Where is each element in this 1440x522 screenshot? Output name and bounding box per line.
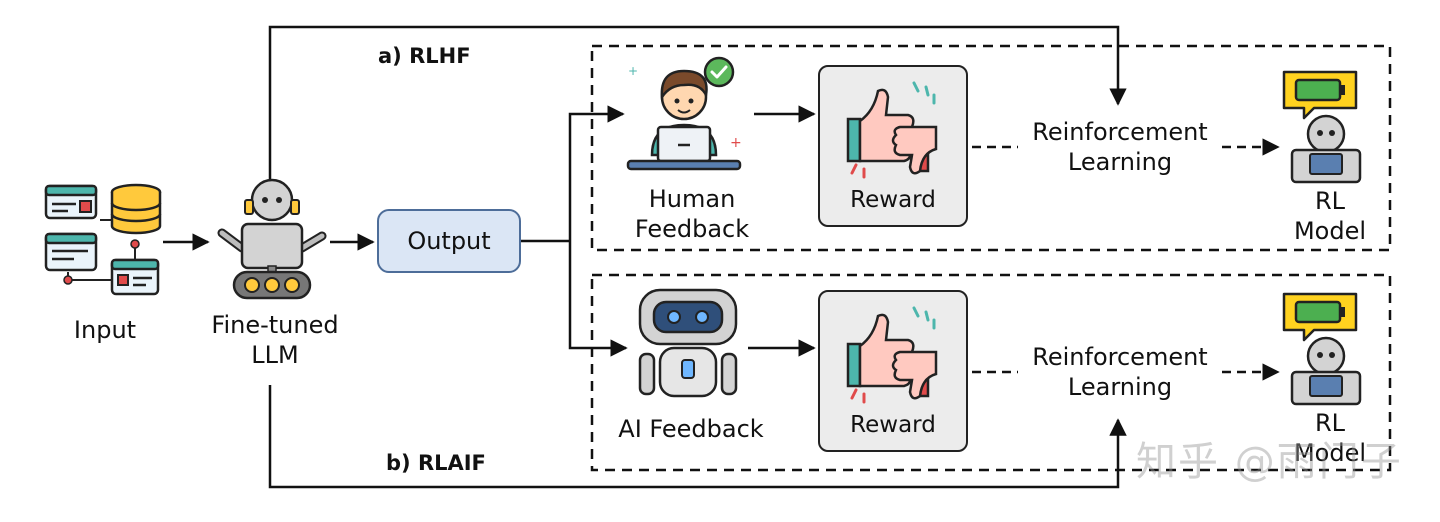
rlhf-title: a) RLHF bbox=[378, 44, 471, 68]
rlaif-rl-label: Reinforcement Learning bbox=[1032, 343, 1208, 401]
svg-text:+: + bbox=[628, 64, 638, 78]
database-icon bbox=[44, 183, 162, 296]
robot-icon bbox=[217, 178, 327, 300]
thumbs-up-down-icon bbox=[846, 81, 938, 179]
output-box: Output bbox=[377, 209, 521, 273]
ai-robot-head-icon bbox=[638, 288, 738, 398]
rlhf-reward-label: Reward bbox=[850, 187, 936, 213]
battery-bubble-icon bbox=[1282, 70, 1362, 184]
rlhf-rl-label: Reinforcement Learning bbox=[1032, 118, 1208, 176]
thumbs-up-down-icon bbox=[846, 306, 938, 404]
rlaif-reward-box: Reward bbox=[818, 290, 968, 452]
watermark: 知乎 @雨门子 bbox=[1136, 439, 1403, 485]
check-badge-icon bbox=[703, 56, 735, 88]
svg-text:+: + bbox=[730, 135, 742, 151]
rlaif-reward-label: Reward bbox=[850, 412, 936, 438]
llm-label: Fine-tuned LLM bbox=[211, 311, 339, 369]
human-feedback-label: Human Feedback bbox=[634, 185, 750, 243]
ai-feedback-label: AI Feedback bbox=[618, 415, 764, 443]
rlaif-frame bbox=[590, 273, 1392, 472]
human-at-laptop-icon: + + bbox=[626, 64, 742, 171]
rlhf-model-label: RL Model bbox=[1293, 187, 1367, 245]
input-label: Input bbox=[73, 316, 137, 344]
rlhf-reward-box: Reward bbox=[818, 65, 968, 227]
rlhf-frame bbox=[590, 44, 1392, 252]
rlaif-title: b) RLAIF bbox=[386, 451, 486, 475]
output-label: Output bbox=[407, 227, 491, 255]
rlaif-model-label: RL Model bbox=[1293, 409, 1367, 467]
rl-robot-icon bbox=[1282, 292, 1362, 406]
